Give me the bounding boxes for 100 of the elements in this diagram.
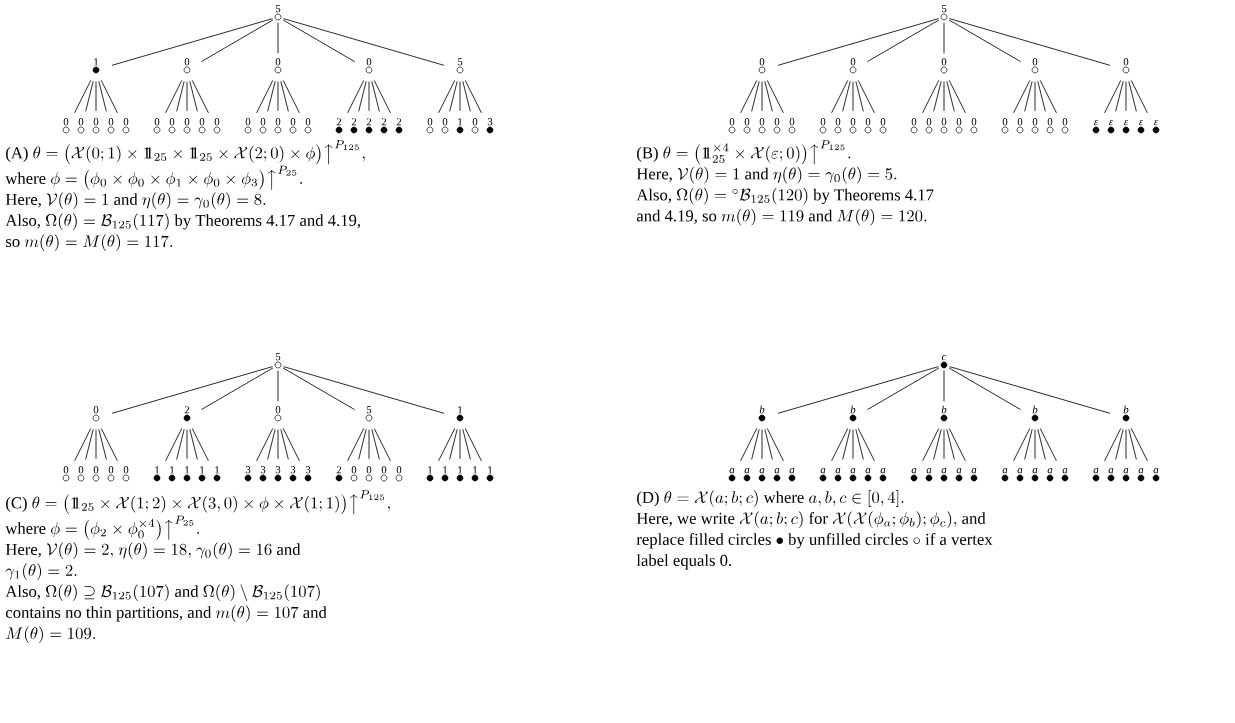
tree-vertex: 1	[456, 466, 464, 482]
caption-line: where $\phi = \bigl(\phi_0\times\phi_0\times\phi_1\times\phi_0\times\phi_3\bigr)\big\uparrow^{P_{25}}.$	[5, 165, 302, 190]
tree-edge	[176, 428, 185, 460]
tree-vertex: 0	[728, 118, 736, 134]
node-label: ε	[1124, 120, 1129, 126]
tree-edge	[256, 80, 274, 114]
tree-edge	[948, 19, 1022, 63]
tree-edge	[176, 80, 185, 112]
node-label: 0	[835, 118, 841, 126]
node-label: 2	[381, 118, 387, 126]
tree-edge	[1128, 80, 1137, 112]
node-label: 0	[427, 118, 433, 126]
tree-vertex: 0	[834, 118, 842, 134]
node-label: 0	[759, 118, 765, 126]
node-label: 3	[260, 466, 266, 474]
tree-edge	[186, 429, 188, 460]
node-label: 0	[93, 406, 99, 414]
tree-edge	[282, 428, 300, 462]
tree-vertex: a	[788, 468, 796, 482]
node-label: 1	[458, 118, 463, 126]
label: $a,b,c\in[0,4].$	[809, 490, 904, 508]
tree-edge	[852, 81, 854, 112]
node-label: 5	[275, 353, 281, 361]
tree-edge	[165, 428, 183, 462]
tree-vertex: 1	[456, 118, 464, 134]
tree-edge	[777, 18, 939, 66]
node-label: ε	[1154, 120, 1159, 126]
tree-vertex: 0	[1031, 118, 1039, 134]
tree-vertex: b	[1122, 405, 1130, 422]
tree-edge	[1115, 80, 1124, 112]
tree-vertex: 0	[1046, 118, 1054, 134]
tree-vertex: 0	[213, 118, 221, 134]
tree-edge	[368, 81, 370, 112]
tree-vertex: a	[758, 468, 766, 482]
tree-vertex: b	[849, 405, 857, 422]
node-label: 0	[1032, 118, 1038, 126]
node-label: a	[850, 468, 856, 474]
node-label: a	[971, 468, 977, 474]
caption-line: (A) $\theta = \bigl(\mathcal{X}(0;1)\times\mathrm{1\!\!1}_{25}\times\mathrm{1\!\!1}_{25}\times\mathcal{X}(2;0)\times\phi\bigr)\big\uparrow^{P_{125}},$	[6, 140, 365, 165]
tree-edge	[751, 428, 760, 460]
node-label: a	[835, 468, 841, 474]
tree-vertex: a	[1092, 468, 1100, 482]
tree-edge	[764, 428, 773, 460]
node-label: ε	[1109, 120, 1114, 126]
caption-line: (D) $\theta = \mathcal{X}(a;b;c)$ where $a,b,c\in[0,4].$	[637, 490, 904, 507]
tree-edge	[1104, 428, 1122, 462]
tree-edge	[373, 80, 391, 114]
tree-vertex: 0	[743, 118, 751, 134]
label: if a vertex	[925, 533, 993, 545]
tree-edge	[831, 80, 849, 114]
caption-line: $\gamma_1(\theta) = 2.$	[5, 563, 77, 581]
tree-vertex: 5	[274, 5, 282, 21]
node-label: c	[941, 355, 947, 361]
tree-vertex: 0	[910, 118, 918, 134]
tree-edge	[449, 80, 458, 112]
tree-vertex: 2	[380, 118, 388, 134]
label: $m(\theta) = 119$	[721, 208, 804, 226]
tree-vertex: ε	[1137, 120, 1145, 134]
tree-edge	[1125, 81, 1127, 112]
tree-edge	[464, 428, 482, 462]
label: and	[277, 543, 301, 556]
tree-vertex: 0	[92, 406, 100, 422]
node-label: ε	[1139, 120, 1144, 126]
tree-vertex: a	[819, 468, 827, 482]
tree-vertex: b	[1031, 405, 1039, 422]
tree-edge	[1125, 429, 1127, 460]
node-label: a	[759, 468, 765, 474]
tree-edge	[111, 366, 273, 414]
tree-vertex: 2	[183, 406, 191, 422]
tree-edge	[922, 80, 940, 114]
node-label: 0	[63, 466, 69, 474]
label: $\mathcal{V}(\theta) = 1$	[46, 192, 109, 210]
label: and	[175, 585, 199, 598]
node-label: a	[1123, 468, 1129, 474]
caption-line: contains no thin partitions, and $m(\theta) = 107$ and	[5, 605, 327, 623]
tree-vertex: 0	[274, 118, 282, 134]
node-label: a	[774, 468, 780, 474]
caption-line: (B) $\theta = \bigl(\mathrm{1\!\!1}_{25}^{\times 4}\times\mathcal{X}(\varepsilon;0)\bigr)\big\uparrow^{P_{125}}.$	[637, 140, 851, 165]
node-label: 0	[381, 466, 387, 474]
tree-edge	[280, 428, 289, 460]
node-label: a	[820, 468, 826, 474]
caption-line: Here, $\mathcal{V}(\theta) = 1$ and $\eta(\theta) = \gamma_0(\theta) = 5.$	[636, 166, 897, 184]
tree-edge	[459, 429, 461, 460]
node-label: 3	[275, 466, 281, 474]
tree-edge	[283, 366, 445, 414]
node-label: 0	[442, 118, 448, 126]
tree-edge	[855, 80, 864, 112]
tree-vertex: a	[970, 468, 978, 482]
node-label: 1	[200, 466, 205, 474]
label: $\mathcal{V}(\theta) = 2,$	[46, 542, 113, 560]
node-label: 0	[396, 466, 402, 474]
node-label: 0	[93, 466, 99, 474]
tree-edge	[111, 18, 273, 66]
node-label: 3	[245, 466, 251, 474]
tree-vertex: 0	[1001, 118, 1009, 134]
tree-vertex: a	[955, 468, 963, 482]
node-label: 0	[366, 466, 372, 474]
node-label: 5	[366, 406, 372, 414]
tree-edge	[100, 428, 118, 462]
tree-edge	[98, 80, 107, 112]
